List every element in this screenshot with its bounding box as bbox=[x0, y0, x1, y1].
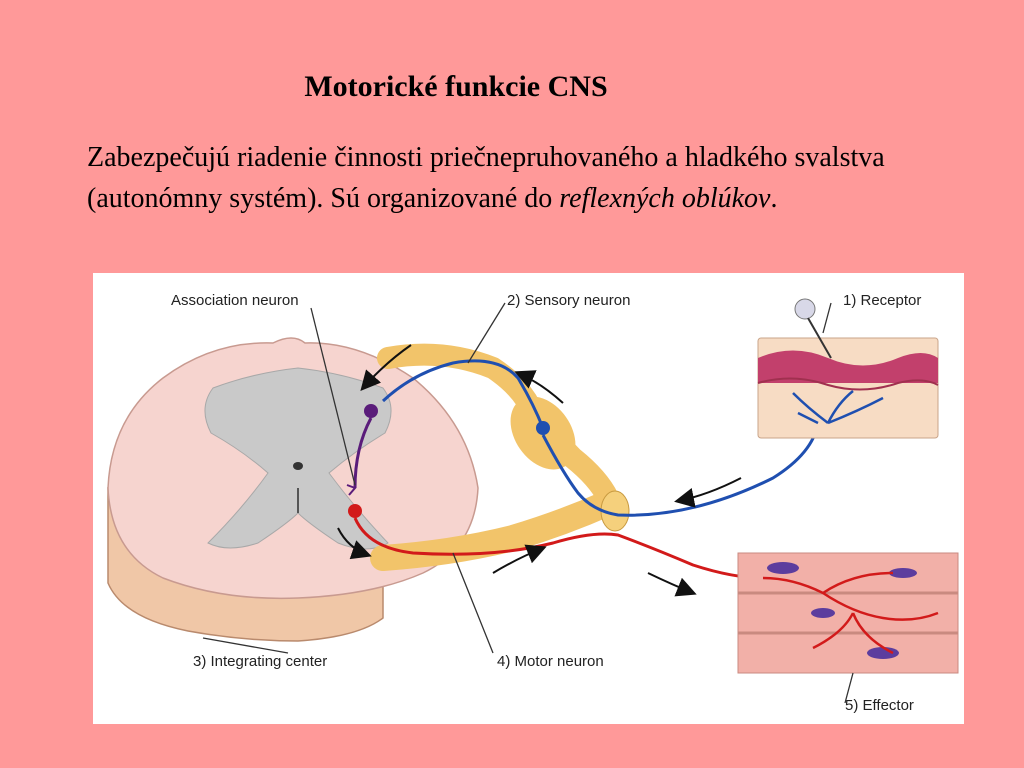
paragraph-end: . bbox=[770, 183, 778, 214]
label-sensory-neuron: 2) Sensory neuron bbox=[507, 292, 630, 309]
paragraph-italic-term: reflexných oblúkov bbox=[559, 183, 771, 214]
association-neuron bbox=[346, 404, 378, 496]
receptor-skin bbox=[757, 298, 939, 439]
motor-neuron bbox=[348, 504, 764, 580]
label-integrating-center: 3) Integrating center bbox=[193, 653, 327, 670]
label-effector: 5) Effector bbox=[845, 697, 914, 714]
paragraph-text: Zabezpečujú riadenie činnosti priečnepru… bbox=[87, 142, 885, 214]
label-association-neuron: Association neuron bbox=[171, 292, 299, 309]
reflex-arc-figure: Association neuron 2) Sensory neuron 1) … bbox=[93, 273, 964, 724]
spinal-cord bbox=[107, 337, 479, 642]
direction-arrows bbox=[337, 344, 742, 597]
sensory-neuron bbox=[381, 359, 820, 517]
reflex-arc-diagram: Association neuron 2) Sensory neuron 1) … bbox=[107, 292, 959, 714]
leader-lines bbox=[202, 302, 854, 704]
slide-title: Motorické funkcie CNS bbox=[304, 70, 608, 103]
label-motor-neuron: 4) Motor neuron bbox=[497, 653, 604, 670]
body-paragraph: Zabezpečujú riadenie činnosti priečnepru… bbox=[87, 137, 957, 219]
effector-muscle bbox=[737, 552, 959, 674]
label-receptor: 1) Receptor bbox=[843, 292, 921, 309]
